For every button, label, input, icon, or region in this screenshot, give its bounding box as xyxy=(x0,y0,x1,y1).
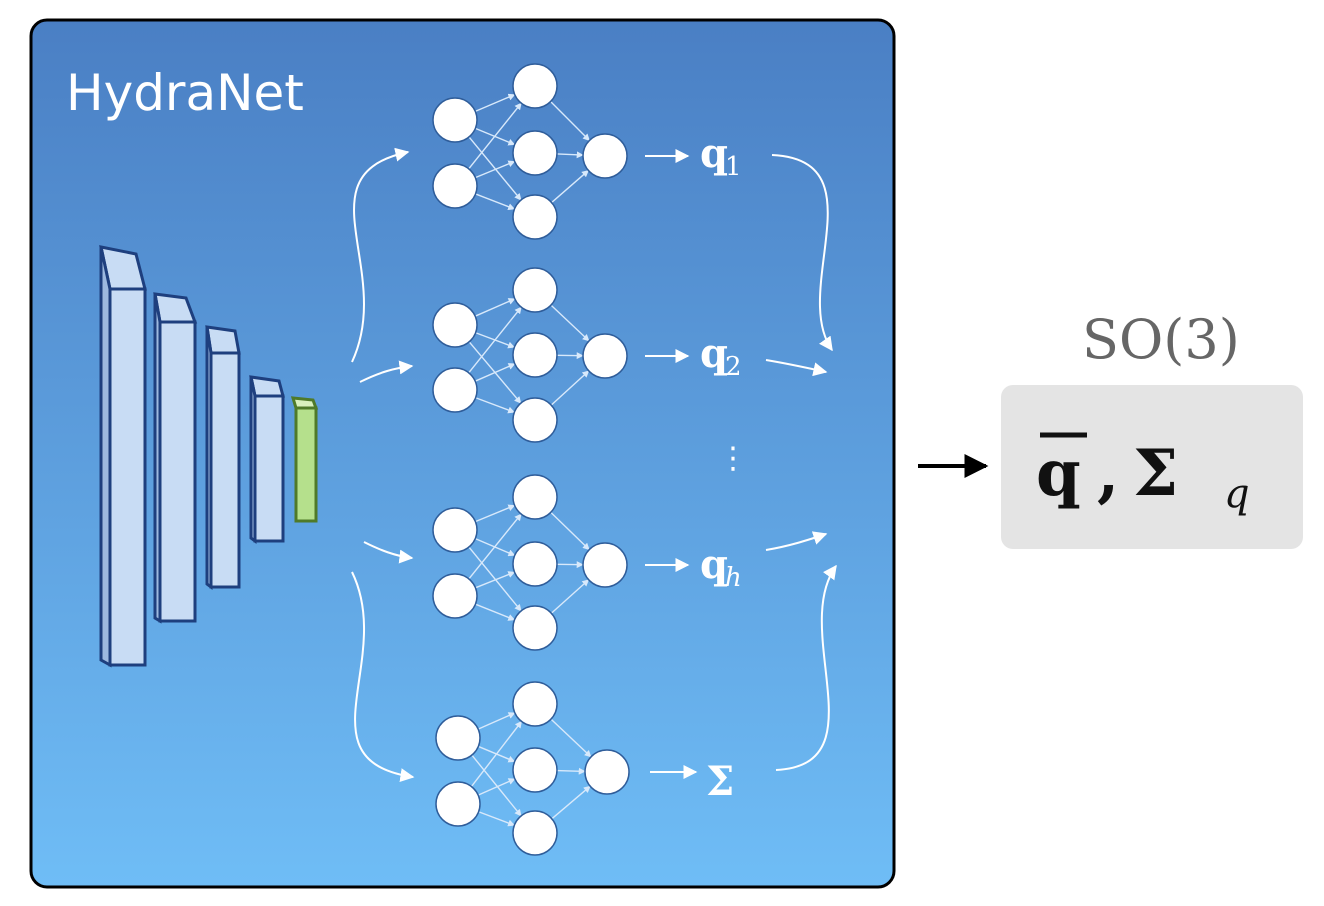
so3-label: SO(3) xyxy=(1082,308,1240,371)
ellipsis: ⋮ xyxy=(718,441,748,476)
edge xyxy=(475,193,516,211)
head-label-2: q 2 xyxy=(700,330,742,382)
input-node xyxy=(432,573,478,619)
hidden-node xyxy=(512,541,558,587)
edge xyxy=(551,785,591,820)
encoder-layer-1 xyxy=(99,245,147,668)
output-node xyxy=(584,749,630,795)
input-node xyxy=(432,97,478,143)
hidden-node xyxy=(512,267,558,313)
branch-arrows xyxy=(351,147,415,783)
edge xyxy=(475,504,516,523)
input-node xyxy=(435,781,481,827)
edge xyxy=(470,720,523,787)
edge xyxy=(477,778,516,796)
edge xyxy=(556,767,586,775)
edge xyxy=(550,718,592,758)
edge xyxy=(551,169,589,204)
input-node xyxy=(432,507,478,553)
merge-arrows xyxy=(765,154,837,771)
edge xyxy=(474,93,516,113)
head-label-1: q 1 xyxy=(700,130,742,182)
hidden-node xyxy=(512,747,558,793)
covariance-symbol: Σ xyxy=(1133,436,1178,511)
edge xyxy=(475,571,516,589)
input-node xyxy=(432,163,478,209)
mlp-head-4 xyxy=(435,681,698,856)
mlp-head-3 xyxy=(432,474,690,651)
encoder-layer-4 xyxy=(249,375,285,544)
mlp-head-2 xyxy=(432,267,690,443)
encoder-layer-3 xyxy=(205,325,241,590)
edge xyxy=(471,754,522,817)
edge xyxy=(477,712,516,730)
covariance-subscript: q xyxy=(1224,471,1250,517)
output-estimate: q , Σ q xyxy=(1036,432,1250,517)
hidden-node xyxy=(512,474,558,520)
hydranet-box xyxy=(29,18,896,889)
edge xyxy=(478,811,516,827)
edge xyxy=(550,579,590,614)
output-node xyxy=(582,333,628,379)
edge xyxy=(550,304,590,342)
edge xyxy=(475,603,516,621)
hidden-node xyxy=(512,130,558,176)
head-label-sigma: Σ xyxy=(706,758,734,805)
edge xyxy=(475,160,516,179)
edge xyxy=(468,102,522,170)
hidden-node xyxy=(512,397,558,443)
embedding-layer xyxy=(290,396,319,523)
input-node xyxy=(435,715,481,761)
hidden-node xyxy=(512,332,558,378)
head-label-h: q h xyxy=(700,541,742,593)
edge xyxy=(468,546,522,612)
mean-rotation: q xyxy=(1036,436,1081,511)
output-box xyxy=(1001,385,1303,549)
svg-text:Σ: Σ xyxy=(706,758,734,805)
svg-text:q: q xyxy=(700,330,728,377)
hidden-node xyxy=(512,194,558,240)
hydranet-title: HydraNet xyxy=(66,64,304,122)
edge xyxy=(550,370,590,406)
edge xyxy=(550,511,590,551)
hidden-node xyxy=(512,605,558,651)
output-node xyxy=(582,542,628,588)
edge xyxy=(468,136,522,201)
network-heads xyxy=(432,63,698,856)
edge xyxy=(556,151,584,159)
hidden-node xyxy=(512,810,558,856)
edge xyxy=(468,513,522,580)
input-node xyxy=(432,302,478,348)
svg-text:1: 1 xyxy=(725,152,742,182)
mlp-head-1 xyxy=(432,63,690,240)
edge xyxy=(550,101,590,141)
hidden-node xyxy=(512,681,558,727)
encoder xyxy=(99,245,319,668)
svg-text:q: q xyxy=(700,130,728,177)
svg-text:h: h xyxy=(725,563,742,593)
input-node xyxy=(432,367,478,413)
edge xyxy=(474,298,516,317)
edge xyxy=(474,363,516,382)
encoder-layer-2 xyxy=(153,292,198,624)
hidden-node xyxy=(512,63,558,109)
separator: , xyxy=(1097,436,1119,511)
edge xyxy=(475,397,516,414)
output-node xyxy=(582,133,628,179)
edge xyxy=(468,306,522,374)
svg-text:q: q xyxy=(700,541,728,588)
svg-text:2: 2 xyxy=(725,352,742,382)
